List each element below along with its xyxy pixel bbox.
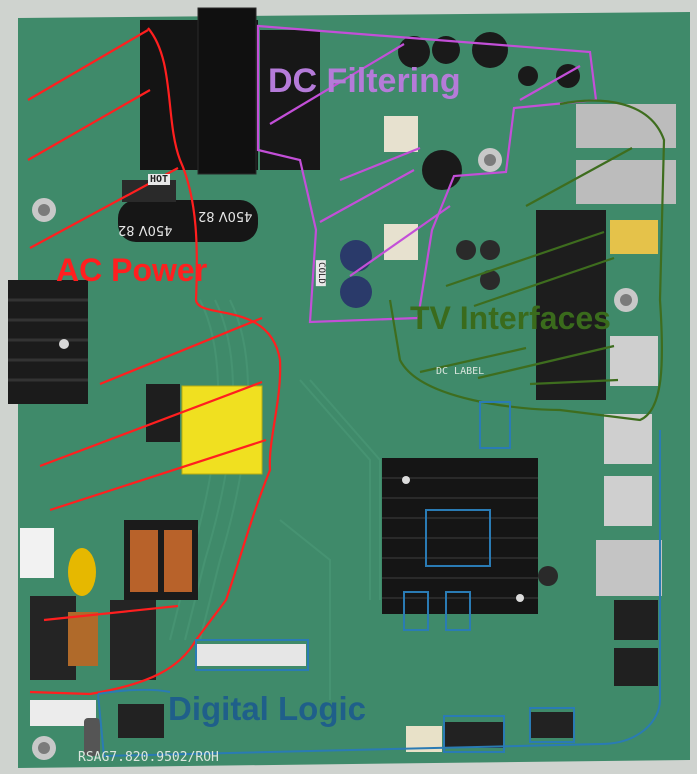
mounting-holes — [32, 148, 638, 760]
cold-marking: COLD — [315, 260, 326, 286]
dc-filtering-annotation-lines — [256, 24, 598, 324]
yellow-transformer — [181, 385, 263, 475]
capacitor-b-marking: 450V 82 — [198, 208, 253, 223]
capacitor-a-marking: 450V 82 — [118, 222, 173, 237]
yellow-capacitor — [68, 548, 96, 596]
digital-logic-annotation-lines — [97, 401, 661, 758]
flex-connector — [196, 644, 306, 666]
tv-connectors — [536, 104, 676, 686]
logic-chip — [118, 704, 164, 738]
tv-interfaces-annotation-lines — [388, 99, 666, 422]
hot-marking: HOT — [148, 174, 171, 185]
ac-connector — [20, 528, 54, 578]
inductor-block — [384, 116, 418, 152]
dc-filtering-label: DC Filtering — [268, 62, 461, 100]
tv-interfaces-label: TV Interfaces — [410, 300, 611, 336]
digital-logic-label: Digital Logic — [168, 690, 366, 727]
board-model-number: RSAG7.820.9502/ROH — [78, 750, 219, 765]
soc-heatsink — [382, 458, 538, 614]
dc-label-marking: DC LABEL — [436, 366, 485, 377]
left-heatsink — [8, 280, 88, 404]
bulk-capacitors — [118, 200, 258, 242]
ac-power-label: AC Power — [56, 252, 208, 288]
filter-capacitors — [340, 32, 580, 586]
